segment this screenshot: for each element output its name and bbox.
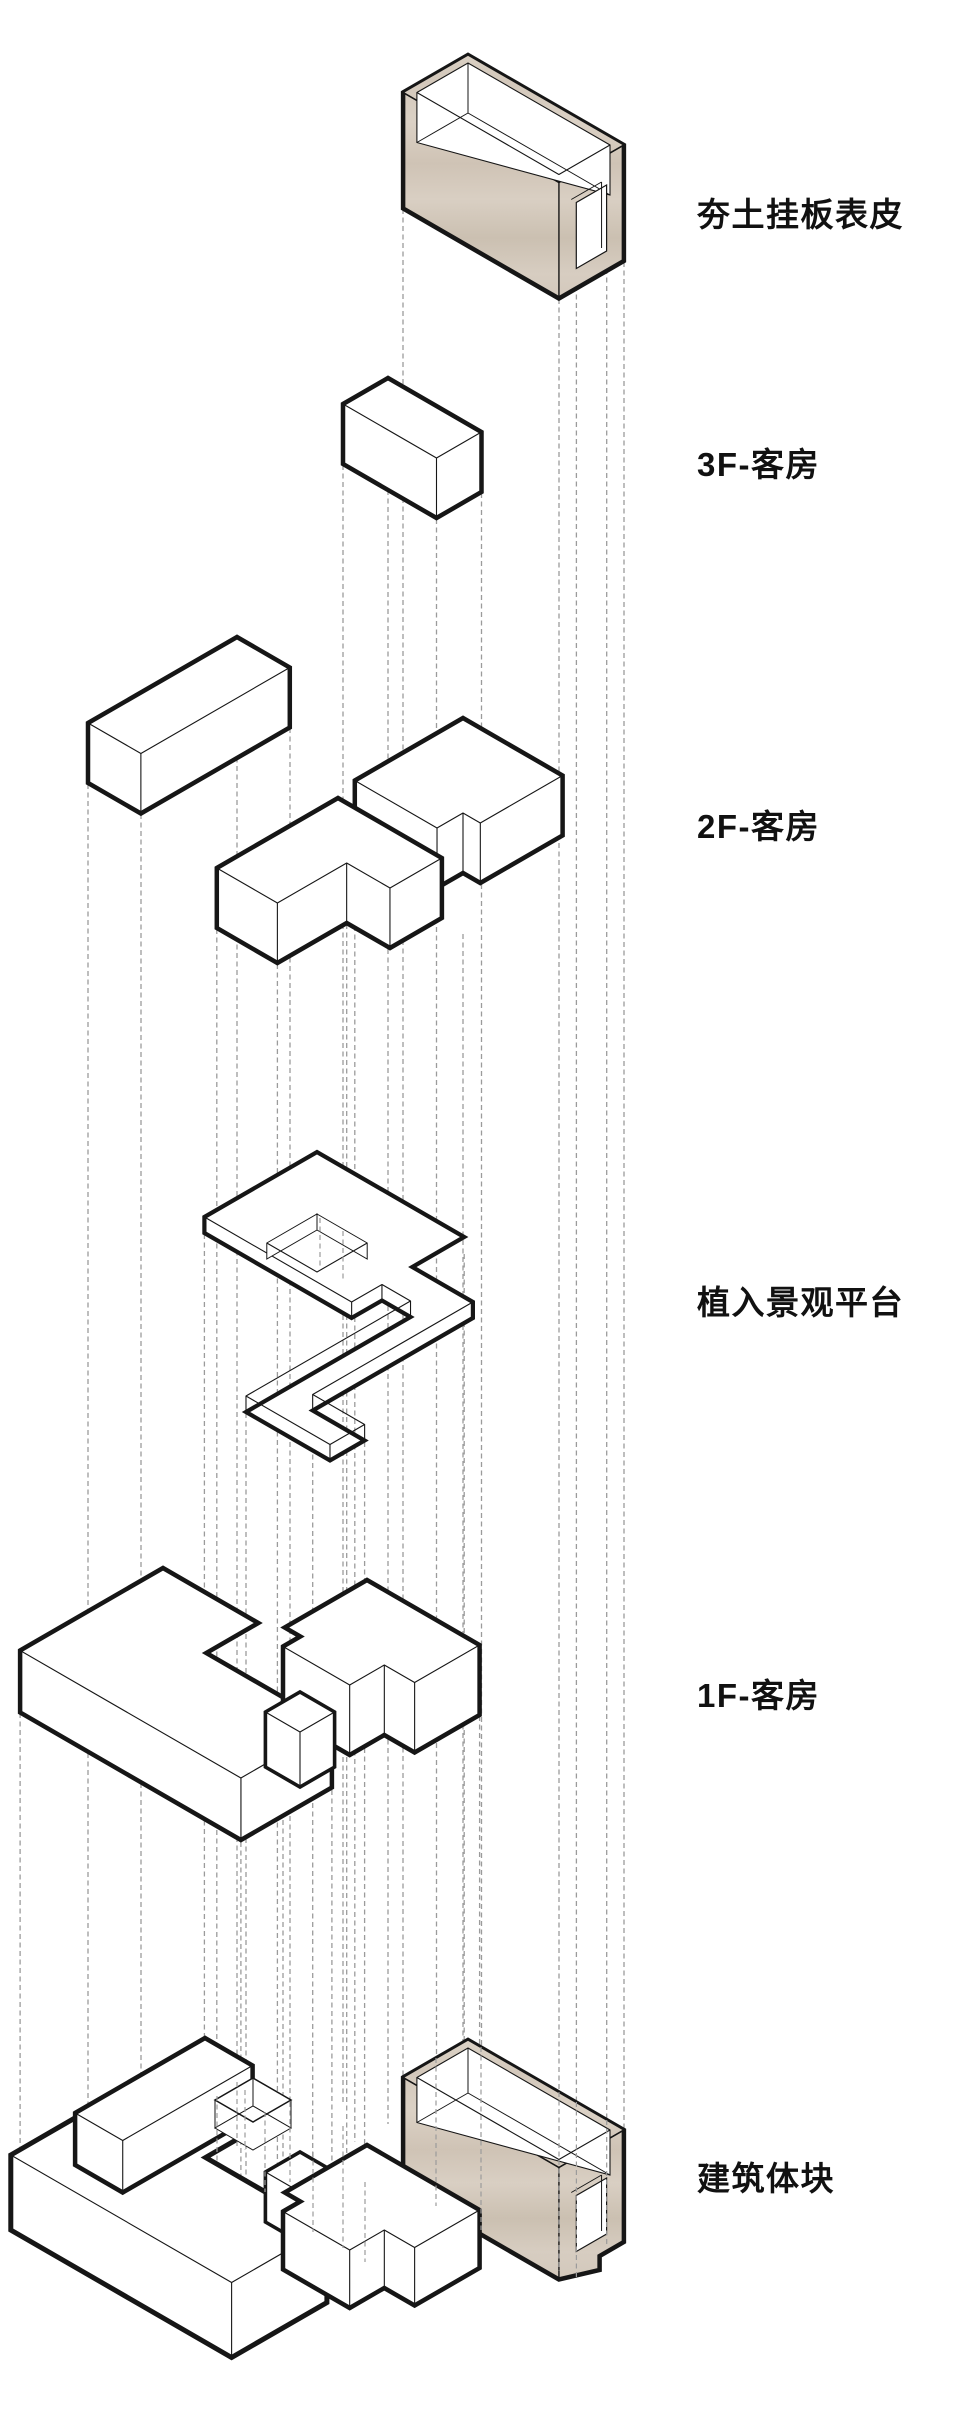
label-3f-guestroom: 3F-客房 [697,446,820,483]
label-building-massing: 建筑体块 [697,2160,835,2197]
guide-lines [19,209,625,2334]
label-2f-guestroom: 2F-客房 [697,808,820,845]
label-landscape-platform: 植入景观平台 [697,1284,904,1321]
level-massing-shapes [8,2035,627,2361]
level-3f-shape [340,375,484,521]
level-1f-shapes [17,1565,482,1843]
label-1f-guestroom: 1F-客房 [697,1677,820,1714]
level-skin-shape [400,52,627,302]
guide-overlays [216,1218,608,2279]
level-platform-shape [202,1149,475,1463]
level-2f-shapes [85,634,565,966]
label-rammed-earth-skin: 夯土挂板表皮 [697,196,904,233]
